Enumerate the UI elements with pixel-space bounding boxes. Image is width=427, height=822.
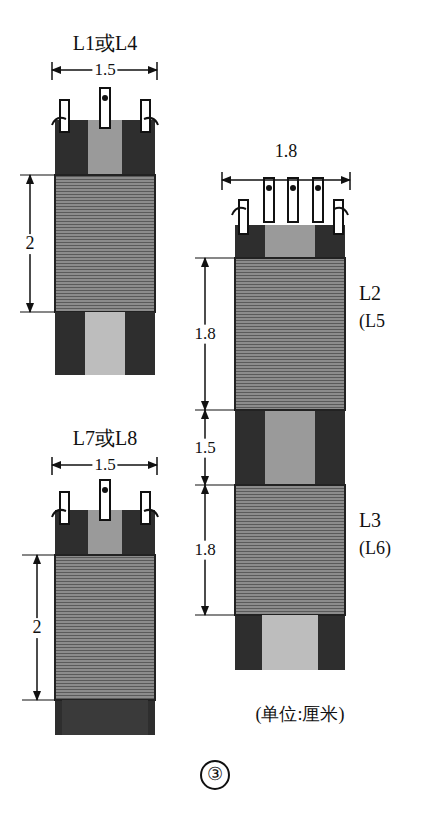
dimension: 2 <box>24 234 37 254</box>
part-name: L7或L8 <box>71 427 139 449</box>
dimension: 1.8 <box>273 142 300 162</box>
coil-form-small <box>52 480 158 735</box>
coil-form-large <box>232 178 348 670</box>
dimension: 1.5 <box>92 456 117 475</box>
dimension: 1.5 <box>192 439 217 458</box>
part-name: (L5 <box>357 312 387 332</box>
coil-form-small <box>52 88 158 375</box>
figure-number: ③ <box>205 765 225 785</box>
part-name: L3 <box>357 509 383 531</box>
caption-circle <box>201 761 229 789</box>
dimension: 1.8 <box>192 325 217 344</box>
part-name: (L6) <box>357 539 393 559</box>
unit-note: (单位:厘米) <box>254 705 347 725</box>
dimension: 1.8 <box>192 541 217 560</box>
part-name: L2 <box>357 282 383 304</box>
dimension: 2 <box>31 618 44 638</box>
part-name: L1或L4 <box>71 32 139 54</box>
dimension: 1.5 <box>92 61 117 80</box>
